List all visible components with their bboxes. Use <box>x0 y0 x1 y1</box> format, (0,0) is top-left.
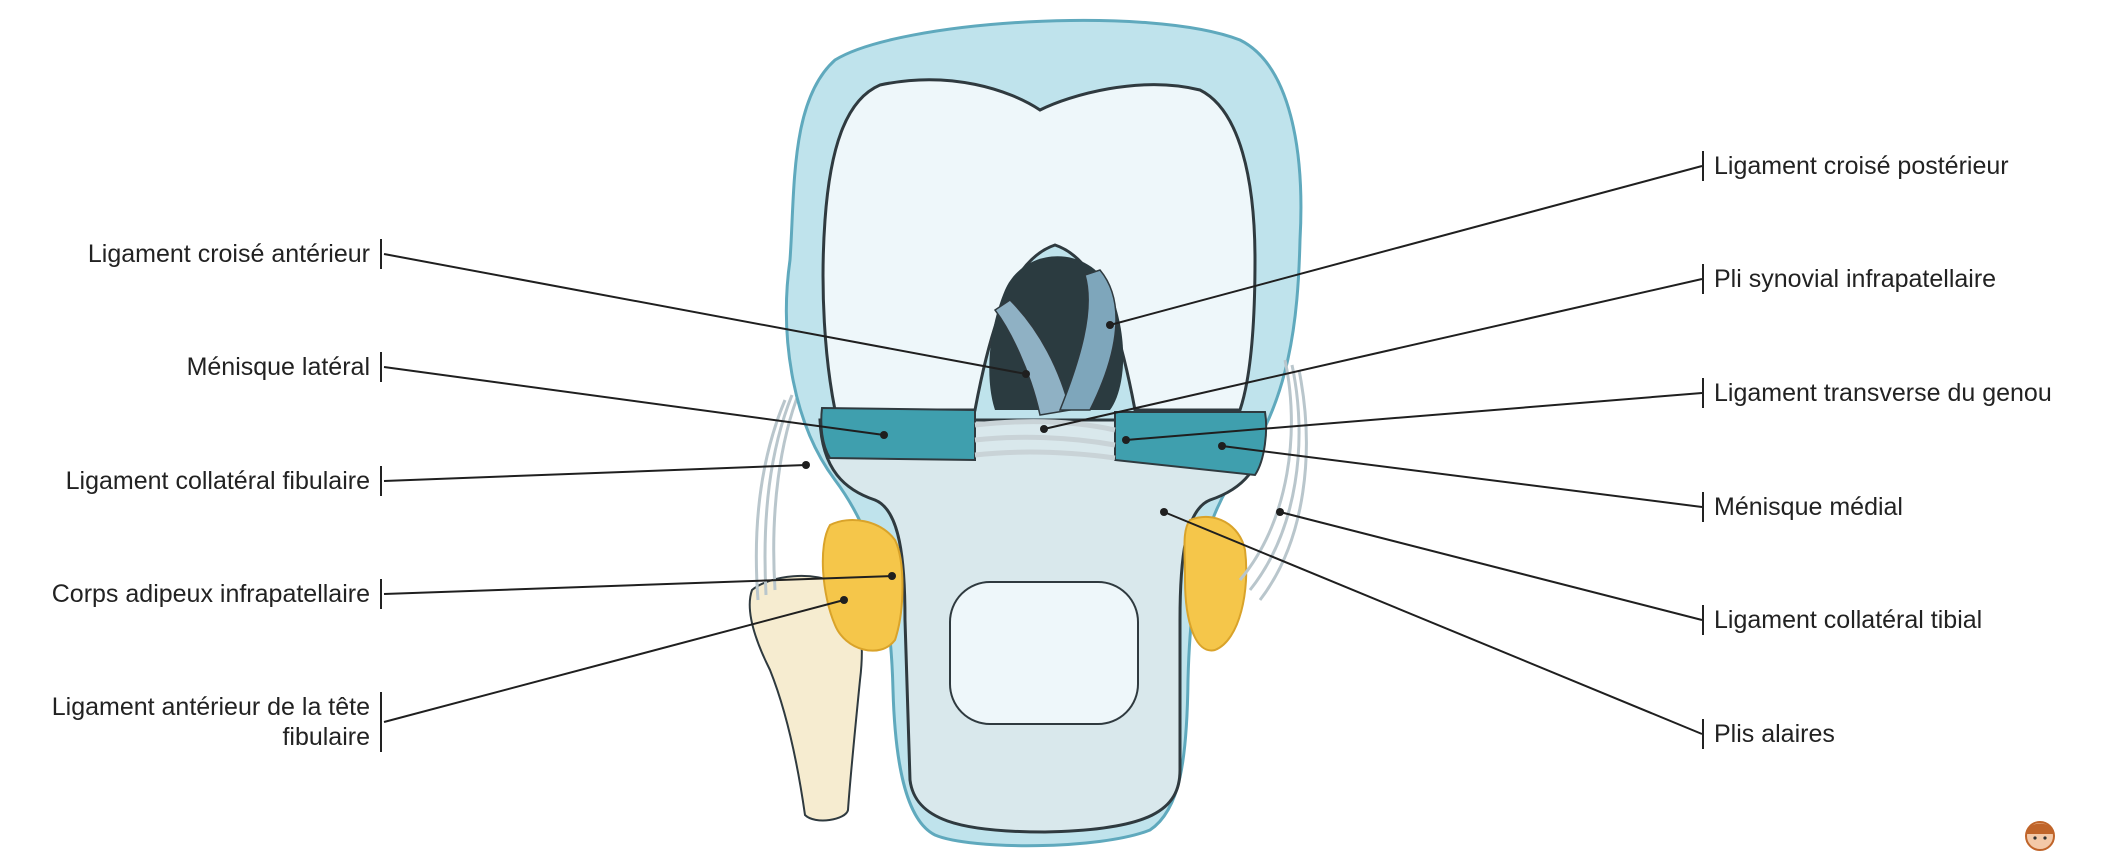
label-tibial-collateral-ligament: Ligament collatéral tibial <box>1702 605 1982 635</box>
label-anterior-ligament-fibular-head-line2: fibulaire <box>52 722 370 752</box>
label-anterior-ligament-fibular-head-line1: Ligament antérieur de la tête <box>52 692 370 722</box>
label-transverse-ligament: Ligament transverse du genou <box>1702 378 2052 408</box>
label-fibular-collateral-ligament: Ligament collatéral fibulaire <box>66 466 382 496</box>
label-anterior-cruciate-ligament: Ligament croisé antérieur <box>88 239 382 269</box>
avatar-icon <box>2026 822 2054 850</box>
infrapatellar-fat-pad-right <box>1184 517 1246 651</box>
label-infrapatellar-synovial-fold: Pli synovial infrapatellaire <box>1702 264 1996 294</box>
label-anterior-ligament-fibular-head: Ligament antérieur de la tête fibulaire <box>52 692 382 752</box>
label-infrapatellar-fat-pad: Corps adipeux infrapatellaire <box>52 579 382 609</box>
label-alar-folds: Plis alaires <box>1702 719 1835 749</box>
label-posterior-cruciate-ligament: Ligament croisé postérieur <box>1702 151 2009 181</box>
label-lateral-meniscus: Ménisque latéral <box>187 352 382 382</box>
lateral-meniscus <box>821 408 975 460</box>
label-medial-meniscus: Ménisque médial <box>1702 492 1903 522</box>
tibial-tuberosity <box>950 582 1138 724</box>
